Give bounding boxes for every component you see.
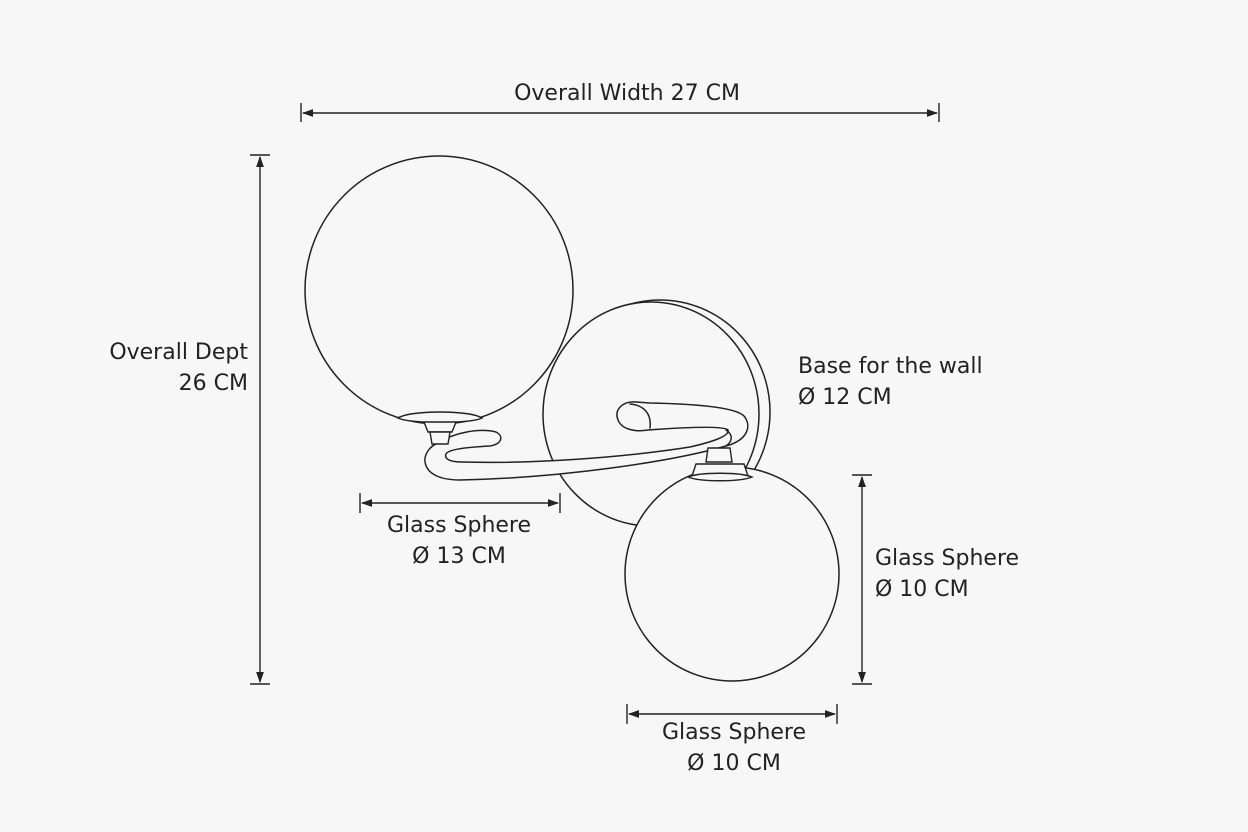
wall-base-title: Base for the wall bbox=[798, 354, 983, 379]
small-sphere-width-label: Glass Sphere Ø 10 CM bbox=[662, 717, 806, 779]
wall-base-label: Base for the wall Ø 12 CM bbox=[798, 351, 983, 413]
overall-depth-dimension-line bbox=[250, 154, 270, 685]
small-sphere-height-label: Glass Sphere Ø 10 CM bbox=[875, 543, 1019, 605]
large-glass-sphere bbox=[304, 155, 574, 425]
overall-depth-title: Overall Dept bbox=[109, 340, 248, 365]
large-sphere-title: Glass Sphere bbox=[386, 513, 532, 538]
lamp-arm bbox=[424, 401, 749, 481]
small-sphere-height-title: Glass Sphere bbox=[875, 546, 1020, 571]
wall-base-value: Ø 12 CM bbox=[798, 385, 892, 410]
overall-depth-label: Overall Dept 26 CM bbox=[90, 337, 248, 399]
small-sphere-width-dimension-line bbox=[626, 704, 838, 724]
overall-width-dimension-line bbox=[300, 103, 940, 122]
small-glass-sphere bbox=[624, 466, 840, 682]
small-sphere-width-title: Glass Sphere bbox=[661, 720, 807, 745]
large-sphere-label: Glass Sphere Ø 13 CM bbox=[387, 510, 531, 572]
overall-width-label: Overall Width 27 CM bbox=[514, 78, 740, 109]
small-sphere-width-value: Ø 10 CM bbox=[687, 751, 781, 776]
small-sphere-height-dimension-line bbox=[852, 474, 872, 685]
small-sphere-height-value: Ø 10 CM bbox=[875, 577, 969, 602]
overall-width-text: Overall Width 27 CM bbox=[514, 81, 740, 106]
large-sphere-dimension-line bbox=[359, 493, 561, 513]
overall-depth-value: 26 CM bbox=[178, 371, 248, 396]
large-sphere-holder bbox=[396, 411, 484, 445]
large-sphere-value: Ø 13 CM bbox=[412, 544, 506, 569]
small-sphere-holder bbox=[686, 447, 754, 482]
